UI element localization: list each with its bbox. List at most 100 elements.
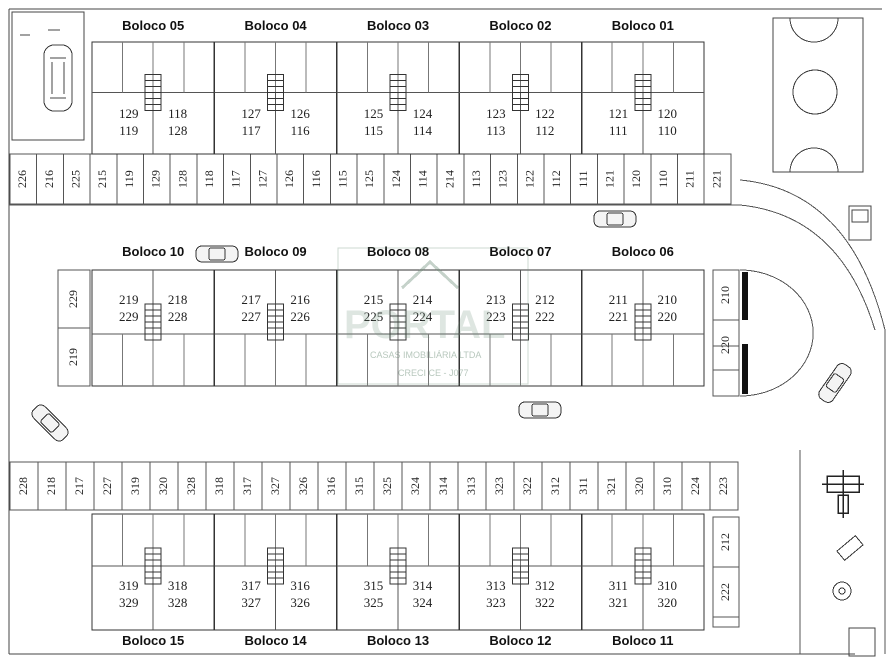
unit-number: 128 bbox=[168, 123, 188, 138]
block-label: Boloco 10 bbox=[122, 244, 184, 259]
unit-number: 228 bbox=[168, 309, 188, 324]
car-icon bbox=[818, 363, 852, 403]
block-label: Boloco 06 bbox=[612, 244, 674, 259]
unit-number: 214 bbox=[413, 292, 433, 307]
unit-number: 121 bbox=[609, 106, 629, 121]
parking-stall-label: 227 bbox=[100, 477, 114, 495]
car-icon bbox=[31, 404, 69, 442]
road-edges bbox=[9, 179, 886, 654]
parking-stall-label: 121 bbox=[603, 170, 617, 188]
parking-stall-label: 214 bbox=[442, 170, 456, 188]
parking-stall-label: 212 bbox=[718, 533, 732, 551]
unit-number: 216 bbox=[290, 292, 310, 307]
block-label: Boloco 04 bbox=[245, 18, 308, 33]
unit-number: 129 bbox=[119, 106, 139, 121]
unit-number: 325 bbox=[364, 595, 384, 610]
parking-stall-label: 129 bbox=[149, 170, 163, 188]
unit-number: 315 bbox=[364, 578, 384, 593]
unit-number: 114 bbox=[413, 123, 433, 138]
unit-number: 211 bbox=[609, 292, 628, 307]
unit-number: 123 bbox=[486, 106, 506, 121]
gate-structure bbox=[822, 470, 864, 518]
garage-top-left bbox=[11, 11, 85, 141]
unit-number: 124 bbox=[413, 106, 433, 121]
parking-stall-label: 117 bbox=[229, 170, 243, 188]
guard-booth bbox=[848, 627, 876, 657]
unit-number: 218 bbox=[168, 292, 188, 307]
unit-number: 117 bbox=[242, 123, 262, 138]
parking-stall-label: 217 bbox=[72, 477, 86, 495]
parking-stall-label: 326 bbox=[296, 477, 310, 495]
site-boundary bbox=[8, 8, 882, 655]
motorcycle-icon bbox=[836, 534, 864, 562]
parking-stall-label: 125 bbox=[362, 170, 376, 188]
parking-stall-label: 111 bbox=[576, 170, 590, 187]
parking-stall-label: 318 bbox=[212, 477, 226, 495]
unit-number: 120 bbox=[658, 106, 678, 121]
parking-stall-label: 328 bbox=[184, 477, 198, 495]
parking-stall-label: 229 bbox=[66, 290, 80, 308]
parking-stall-label: 118 bbox=[202, 170, 216, 188]
unit-number: 328 bbox=[168, 595, 188, 610]
unit-number: 227 bbox=[241, 309, 261, 324]
unit-number: 116 bbox=[291, 123, 311, 138]
parking-stall-label: 113 bbox=[469, 170, 483, 188]
block-label: Boloco 09 bbox=[245, 244, 307, 259]
unit-number: 324 bbox=[413, 595, 433, 610]
parking-stall-label: 124 bbox=[389, 170, 403, 188]
block-label: Boloco 12 bbox=[489, 633, 551, 648]
unit-number: 126 bbox=[290, 106, 310, 121]
unit-number: 118 bbox=[168, 106, 187, 121]
parking-stall-label: 122 bbox=[522, 170, 536, 188]
unit-number: 212 bbox=[535, 292, 555, 307]
block-label: Boloco 05 bbox=[122, 18, 184, 33]
parking-stall-label: 316 bbox=[324, 477, 338, 495]
unit-number: 326 bbox=[290, 595, 310, 610]
car-icon bbox=[195, 245, 239, 263]
unit-number: 321 bbox=[609, 595, 629, 610]
parking-stall-label: 115 bbox=[336, 170, 350, 188]
parking-stall-label: 210 bbox=[718, 286, 732, 304]
unit-number: 219 bbox=[119, 292, 139, 307]
parking-stall-label: 320 bbox=[632, 477, 646, 495]
parking-stall-label: 110 bbox=[656, 170, 670, 188]
unit-number: 316 bbox=[290, 578, 310, 593]
parking-stall-label: 312 bbox=[548, 477, 562, 495]
building-block: 127 117 126 116 Boloco 04 bbox=[213, 18, 338, 155]
unit-number: 127 bbox=[241, 106, 261, 121]
parking-stall-label: 315 bbox=[352, 477, 366, 495]
parking-stall-label: 314 bbox=[436, 477, 450, 495]
vehicles bbox=[31, 210, 852, 442]
car-icon bbox=[593, 210, 637, 228]
parking-stall-label: 320 bbox=[156, 477, 170, 495]
parking-stall-label: 116 bbox=[309, 170, 323, 188]
parking-stall-label: 319 bbox=[128, 477, 142, 495]
parking-stall-label: 215 bbox=[95, 170, 109, 188]
unit-number: 113 bbox=[486, 123, 505, 138]
unit-number: 125 bbox=[364, 106, 384, 121]
parking-stall-label: 226 bbox=[15, 170, 29, 188]
unit-number: 313 bbox=[486, 578, 506, 593]
parking-stall-label: 327 bbox=[268, 477, 282, 495]
unit-number: 312 bbox=[535, 578, 555, 593]
parking-stall-label: 222 bbox=[718, 583, 732, 601]
parking-stall-label: 112 bbox=[549, 170, 563, 188]
block-label: Boloco 08 bbox=[367, 244, 429, 259]
